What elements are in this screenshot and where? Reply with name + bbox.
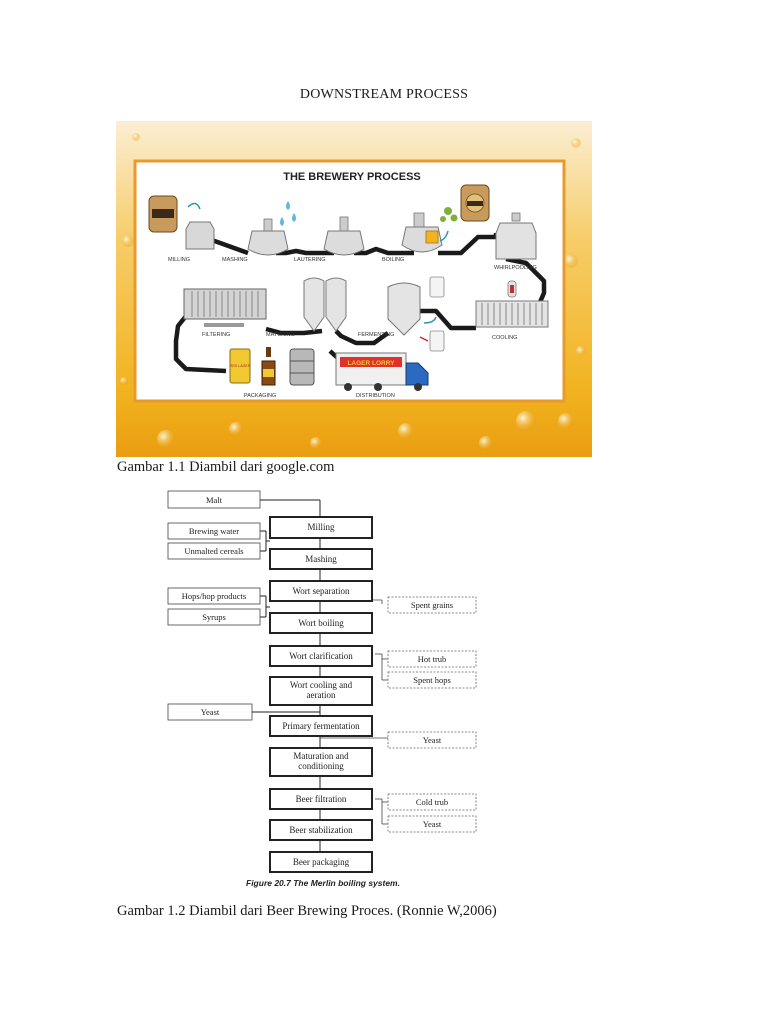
brewery-process-image: THE BREWERY PROCESS MILLING MASHING LAU: [116, 121, 592, 457]
svg-text:RED LAGER: RED LAGER: [230, 364, 251, 368]
input-yeast: Yeast: [201, 707, 220, 717]
stage-label-milling: MILLING: [168, 257, 190, 263]
step-wort-clarification: Wort clarification: [289, 651, 353, 661]
stage-label-fermenting: FERMENTING: [358, 332, 394, 338]
input-unmalted-cereals: Unmalted cereals: [184, 546, 243, 556]
whirlpool-icon: [495, 212, 537, 260]
step-wort-boiling: Wort boiling: [298, 618, 344, 628]
stage-label-packaging: PACKAGING: [244, 393, 276, 399]
output-hot-trub: Hot trub: [418, 654, 447, 664]
arrow-icon: [423, 316, 437, 324]
step-beer-packaging: Beer packaging: [293, 857, 350, 867]
arrow-icon: [439, 230, 449, 242]
malt-bag-icon: [148, 195, 178, 233]
hops-icon: [440, 207, 458, 222]
svg-text:LAGER LORRY: LAGER LORRY: [347, 360, 395, 367]
truck-icon: LAGER LORRY: [335, 352, 429, 391]
beer-can-icon: RED LAGER: [229, 348, 251, 384]
input-syrups: Syrups: [202, 612, 226, 622]
lauter-tun-icon: [323, 216, 365, 256]
step-beer-stabilization: Beer stabilization: [289, 825, 353, 835]
step-maturation: Maturation and: [293, 751, 349, 761]
step-wort-cooling-2: aeration: [307, 690, 336, 700]
arrow-icon: [419, 336, 429, 342]
stage-label-boiling: BOILING: [382, 257, 404, 263]
step-mashing: Mashing: [305, 554, 337, 564]
step-wort-separation: Wort separation: [292, 586, 350, 596]
maturing-tanks-icon: [303, 277, 347, 332]
step-primary-fermentation: Primary fermentation: [282, 721, 360, 731]
caption-figure-1: Gambar 1.1 Diambil dari google.com: [117, 459, 335, 475]
brewing-flowchart: Milling Mashing Wort separation Wort boi…: [160, 486, 490, 894]
yeast-jar-icon: [429, 276, 445, 352]
output-cold-trub: Cold trub: [416, 797, 448, 807]
arrow-icon: [187, 202, 201, 210]
brewery-title: THE BREWERY PROCESS: [283, 171, 421, 183]
figure-caption: Figure 20.7 The Merlin boiling system.: [246, 878, 400, 888]
input-malt: Malt: [206, 495, 223, 505]
pipes: [173, 233, 547, 379]
hops-bag-icon: [460, 184, 490, 222]
filter-press-icon: [183, 288, 267, 327]
stage-label-cooling: COOLING: [492, 335, 517, 341]
fermenter-icon: [387, 282, 421, 336]
stage-label-whirlpooling: WHIRLPOOLING: [494, 265, 537, 271]
boil-kettle-icon: [401, 212, 443, 253]
output-yeast-2: Yeast: [423, 819, 442, 829]
caption-figure-2: Gambar 1.2 Diambil dari Beer Brewing Pro…: [117, 903, 497, 919]
keg-icon: [289, 348, 315, 386]
beer-bottle-icon: [261, 347, 276, 386]
stage-label-maturing: MATURING: [266, 332, 295, 338]
mill-icon: [185, 221, 215, 250]
page-title: DOWNSTREAM PROCESS: [299, 87, 469, 102]
mash-tun-icon: [247, 218, 289, 256]
input-hops: Hops/hop products: [182, 591, 246, 601]
step-beer-filtration: Beer filtration: [296, 794, 347, 804]
input-brewing-water: Brewing water: [189, 526, 239, 536]
step-maturation-2: conditioning: [298, 761, 344, 771]
step-milling: Milling: [307, 522, 335, 532]
stage-label-distribution: DISTRIBUTION: [356, 393, 395, 399]
stage-label-lautering: LAUTERING: [294, 257, 325, 263]
water-drops-icon: [280, 201, 296, 226]
output-yeast: Yeast: [423, 735, 442, 745]
step-wort-cooling: Wort cooling and: [290, 680, 353, 690]
stage-label-filtering: FILTERING: [202, 332, 230, 338]
stage-label-mashing: MASHING: [222, 257, 248, 263]
output-spent-grains: Spent grains: [411, 600, 453, 610]
output-spent-hops: Spent hops: [413, 675, 451, 685]
heat-exchanger-icon: [475, 280, 549, 328]
